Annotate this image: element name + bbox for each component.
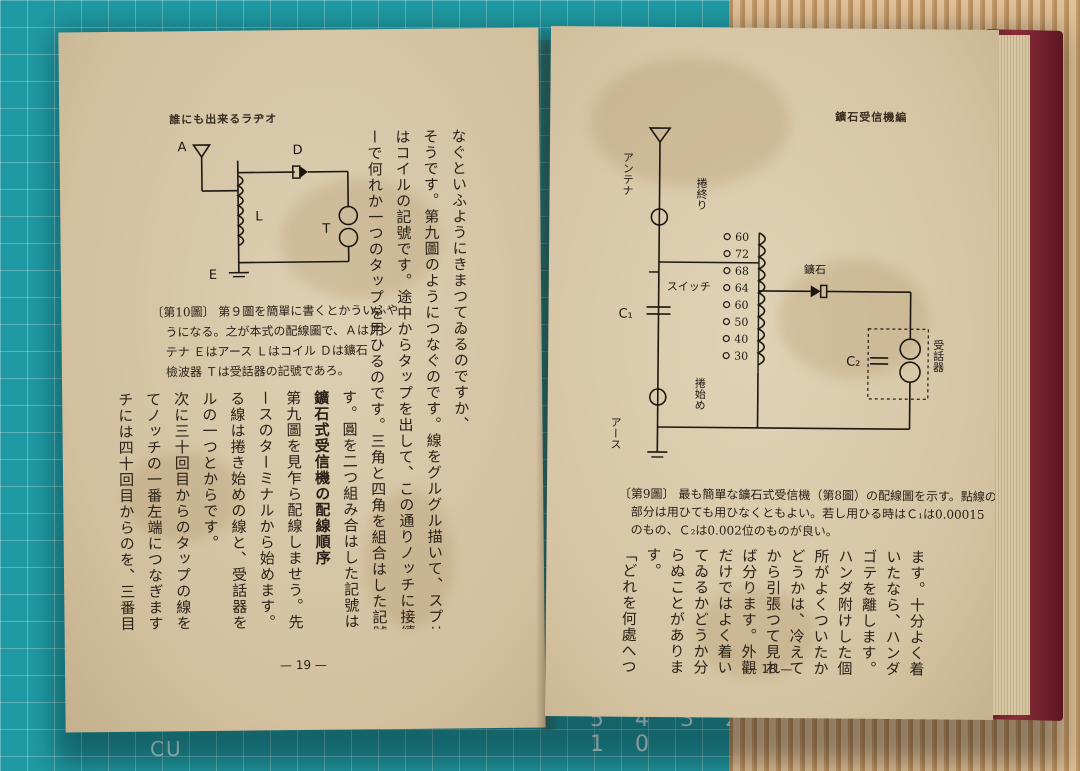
tap-label: 30: [734, 350, 748, 363]
tap-notch: [722, 301, 731, 309]
coil-symbol: [756, 232, 766, 366]
ground-label: アース: [609, 417, 622, 450]
label-d: D: [293, 143, 303, 158]
terminal-e: [648, 388, 667, 406]
end-wind-label: 捲終り: [695, 176, 708, 210]
left-page-number: — 19 —: [279, 657, 327, 673]
antenna-label: アンテナ: [621, 152, 634, 196]
start-wind-label: 捲始め: [693, 376, 706, 410]
label-t: T: [321, 222, 330, 237]
crystal-detector: [810, 285, 821, 298]
receiver-label: 受話器: [932, 339, 945, 373]
left-page: 誰にも出来るラヂオ A L D T E 〔第10圖〕 第: [58, 27, 546, 733]
tap-label: 60: [735, 231, 749, 244]
circuit-figure-9: アンテナ C₁ 捲終り 60 72 68 64 60 50 40 30 スイッチ 捲始め 鑛石: [609, 127, 945, 458]
c2-label: C₂: [846, 355, 860, 370]
tap-notch: [723, 284, 731, 292]
c1-label: C₁: [618, 307, 632, 322]
section-heading: 鑛石式受信機の配線順序: [312, 389, 332, 566]
tap-notch: [723, 233, 731, 241]
crystal-label: 鑛石: [804, 262, 826, 276]
phone-symbol: [338, 205, 359, 226]
tap-label: 68: [735, 265, 749, 278]
tap-label: 40: [734, 333, 748, 346]
tap-notch: [723, 250, 731, 258]
switch-label: スイッチ: [667, 280, 711, 293]
terminal-a: [650, 208, 669, 226]
label-a: A: [177, 140, 186, 155]
tap-notch: [722, 351, 730, 360]
tap-notch: [722, 334, 730, 343]
label-e: E: [209, 268, 217, 282]
tap-label: 60: [735, 299, 749, 312]
circuit-figure-10: A L D T E: [177, 140, 359, 282]
right-page-number: — 18 —: [745, 661, 793, 677]
tap-notch: [723, 267, 731, 275]
antenna-symbol: [192, 144, 212, 159]
antenna-symbol: [648, 127, 672, 144]
coil-symbol: [236, 174, 245, 247]
mat-brand-text: CU: [150, 737, 183, 761]
tap-labels: 60 72 68 64 60 50 40 30: [722, 231, 749, 363]
tap-label: 50: [734, 316, 748, 329]
left-running-head: 誰にも出来るラヂオ: [169, 112, 278, 127]
tap-notch: [722, 318, 731, 326]
tap-label: 64: [735, 282, 749, 295]
label-l: L: [255, 209, 263, 224]
tap-label: 72: [735, 248, 749, 261]
receiver-symbol: [899, 338, 922, 361]
